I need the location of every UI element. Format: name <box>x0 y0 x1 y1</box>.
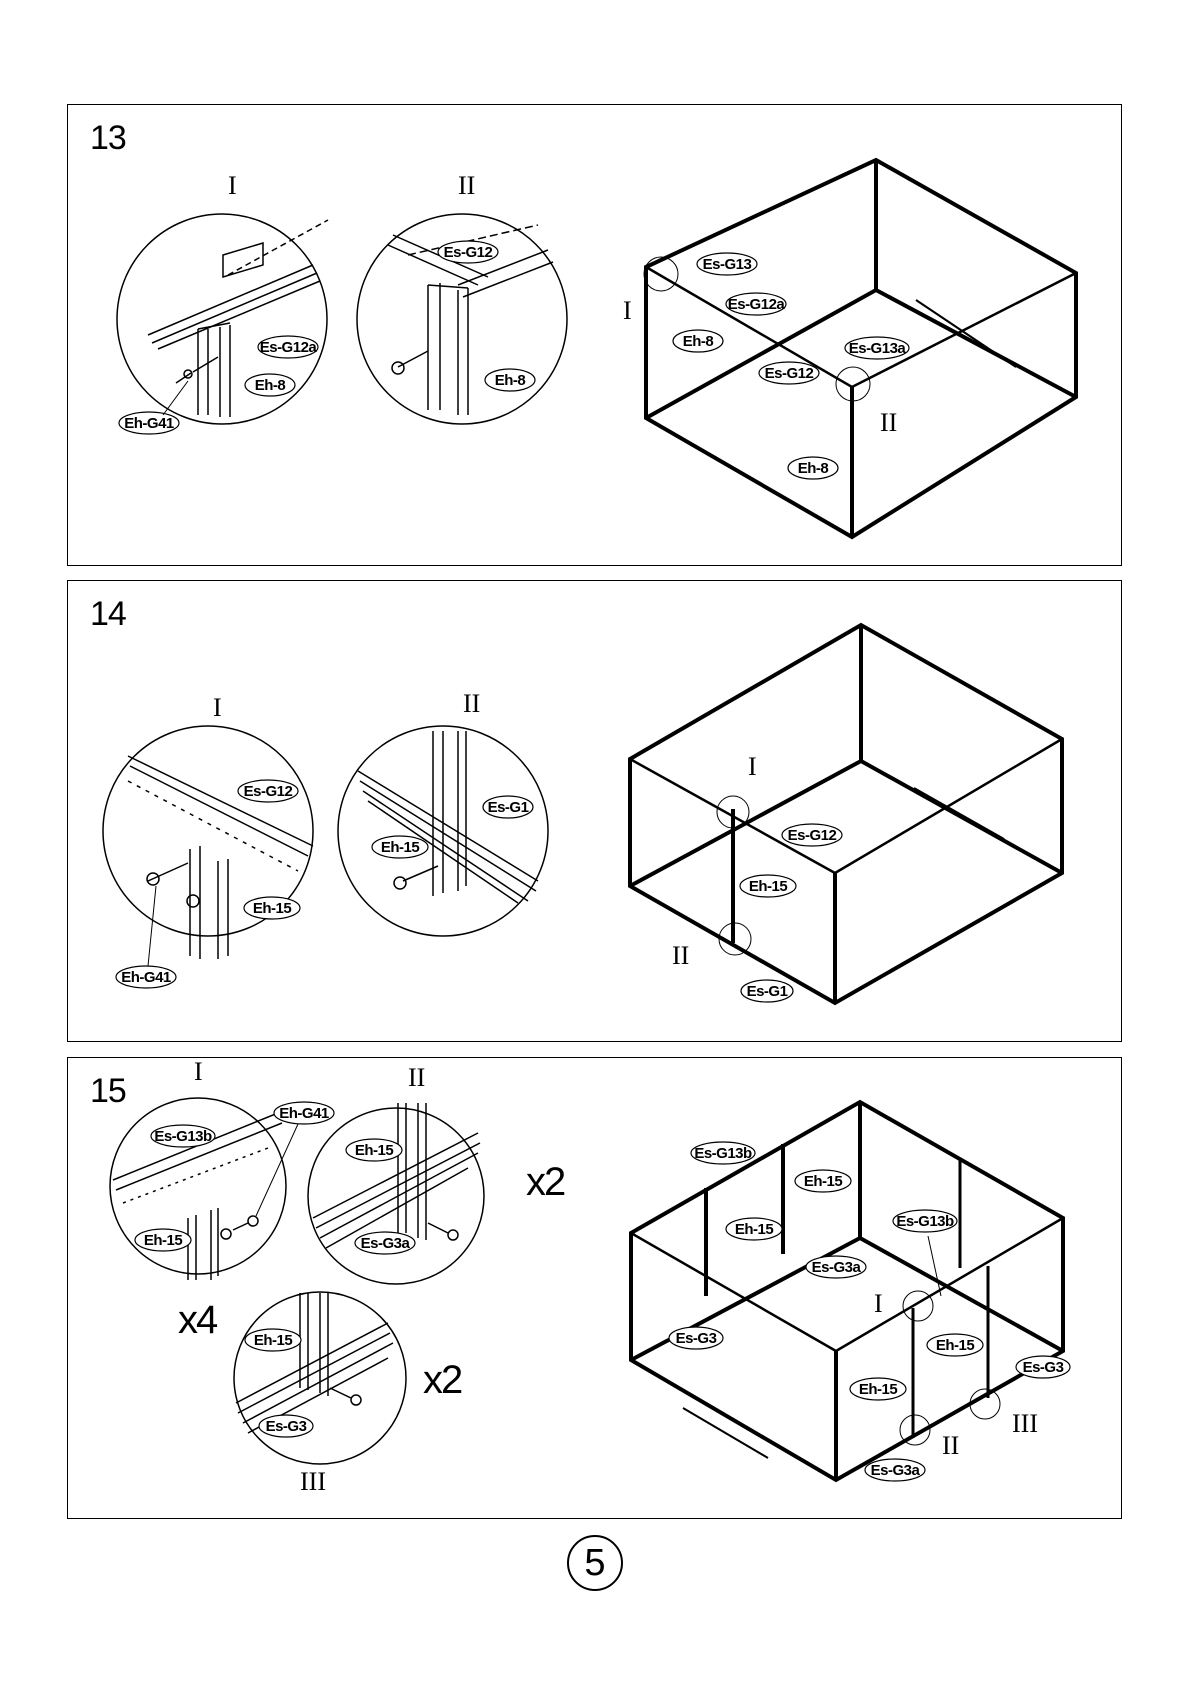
part-label: Eh-15 <box>936 1337 975 1354</box>
detail-mark-i: I <box>213 693 222 722</box>
part-label: Es-G3a <box>871 1462 921 1479</box>
part-label: Eh-15 <box>253 900 292 917</box>
part-label: Es-G3a <box>361 1235 411 1252</box>
step-13-panel: 13 I Es-G12a Eh-8 Eh-G41 II <box>67 104 1122 566</box>
detail-marker-i <box>903 1291 933 1321</box>
part-label: Eh-G41 <box>121 969 171 986</box>
part-label: Eh-G41 <box>124 415 174 432</box>
part-label: Eh-15 <box>749 878 788 895</box>
detail-circle-i <box>110 1098 286 1274</box>
part-label: Es-G13b <box>896 1213 954 1230</box>
quantity-multiplier: x2 <box>526 1160 565 1204</box>
leader-line <box>163 381 188 415</box>
leader-line <box>928 1236 941 1296</box>
detail-mark-ii: II <box>463 689 480 718</box>
part-label: Es-G1 <box>747 983 788 1000</box>
detail-mark-iii: III <box>300 1467 326 1496</box>
step-14-illustration: I Es-G12 Eh-15 Eh-G41 II Es-G1 Eh-15 <box>68 581 1123 1043</box>
step-14-panel: 14 I Es-G12 Eh-15 Eh-G41 II Es-G1 <box>67 580 1122 1042</box>
model-mark-ii: II <box>880 408 897 437</box>
model-mark-i: I <box>623 296 632 325</box>
part-label: Eh-15 <box>254 1332 293 1349</box>
model-mark-i: I <box>874 1289 883 1318</box>
detail-circle-i <box>117 214 327 424</box>
model-mark-iii: III <box>1012 1409 1038 1438</box>
part-label: Eh-15 <box>355 1142 394 1159</box>
model-mark-i: I <box>748 752 757 781</box>
part-label: Eh-8 <box>798 460 829 477</box>
part-label: Eh-8 <box>495 372 526 389</box>
part-label: Eh-G41 <box>279 1105 329 1122</box>
detail-mark-i: I <box>194 1058 203 1086</box>
part-label: Es-G12a <box>728 296 786 313</box>
part-label: Es-G13b <box>694 1145 752 1162</box>
part-label: Es-G12 <box>244 783 293 800</box>
part-label: Eh-15 <box>381 839 420 856</box>
quantity-multiplier: x2 <box>423 1358 462 1402</box>
detail-mark-i: I <box>228 171 237 200</box>
part-label: Es-G3 <box>676 1330 717 1347</box>
part-label: Eh-8 <box>683 333 714 350</box>
step-15-illustration: I Es-G13b Eh-G41 Eh-15 x4 II Eh-15 E <box>68 1058 1123 1520</box>
part-label: Es-G3 <box>1023 1359 1064 1376</box>
detail-mark-ii: II <box>408 1063 425 1092</box>
detail-mark-ii: II <box>458 171 475 200</box>
part-label: Eh-15 <box>804 1173 843 1190</box>
leader-line <box>256 1124 298 1216</box>
step-13-illustration: I Es-G12a Eh-8 Eh-G41 II <box>68 105 1123 567</box>
part-label: Eh-8 <box>255 377 286 394</box>
part-label: Es-G12 <box>788 827 837 844</box>
part-label: Eh-15 <box>859 1381 898 1398</box>
part-label: Es-G12 <box>765 365 814 382</box>
page-number: 5 <box>567 1535 623 1591</box>
shed-frame-model <box>630 625 1062 1003</box>
model-mark-ii: II <box>672 941 689 970</box>
part-label: Es-G3a <box>812 1259 862 1276</box>
part-label: Es-G3 <box>266 1418 307 1435</box>
part-label: Eh-15 <box>735 1221 774 1238</box>
part-label: Es-G13a <box>849 340 907 357</box>
step-15-panel: 15 I Es-G13b Eh-G41 Eh-15 x4 II E <box>67 1057 1122 1519</box>
part-label: Es-G13b <box>154 1128 212 1145</box>
part-label: Es-G12a <box>260 339 318 356</box>
detail-circle-ii <box>308 1108 484 1284</box>
part-label: Es-G13 <box>703 256 752 273</box>
detail-iii-parts <box>236 1293 393 1433</box>
quantity-multiplier: x4 <box>178 1298 218 1342</box>
part-label: Es-G12 <box>444 244 493 261</box>
model-mark-ii: II <box>942 1431 959 1460</box>
leader-line <box>148 886 156 966</box>
detail-ii-parts <box>313 1103 480 1248</box>
part-label: Eh-15 <box>144 1232 183 1249</box>
part-label: Es-G1 <box>488 799 529 816</box>
